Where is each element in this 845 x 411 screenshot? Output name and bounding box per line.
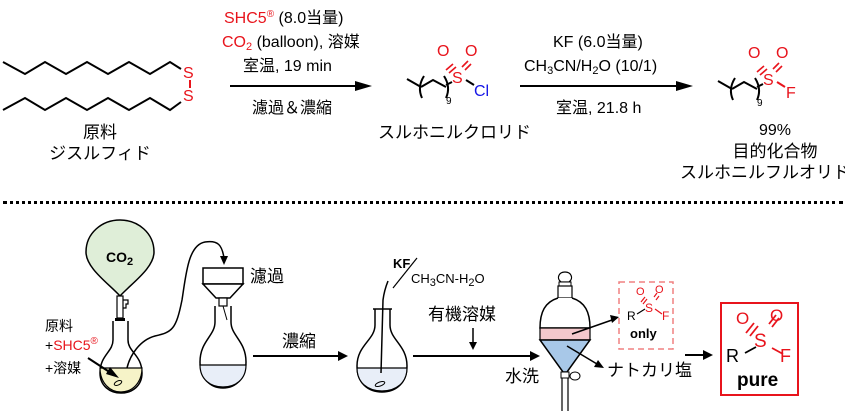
aqueous-salt-label: ナトカリ塩	[607, 361, 692, 380]
balloon-valve	[116, 295, 124, 319]
atom-s1: S	[183, 65, 194, 82]
balloon-co2-label: CO2	[106, 249, 134, 268]
pure-box-s: S	[754, 331, 767, 352]
organic-solvent-label: 有機溶媒	[428, 305, 496, 324]
registered-mark: ®	[266, 9, 275, 20]
pure-box-r: R	[726, 346, 739, 366]
cnh-text: CN-H	[435, 271, 469, 286]
step1-condition: 室温, 19 min	[243, 58, 332, 75]
only-box-s: S	[645, 301, 654, 315]
product-repeat-count: 9	[757, 98, 763, 109]
shc5-mark: ®	[90, 336, 98, 347]
step1-reagent: SHC5® (8.0当量)	[224, 10, 343, 28]
product-atom-s: S	[763, 72, 774, 89]
gas-rest-text: (balloon), 溶媒	[252, 34, 360, 51]
solvent-sub3: 3	[547, 65, 554, 77]
plus-sign: +	[45, 337, 54, 353]
step2-reagent: KF (6.0当量)	[553, 34, 643, 51]
pure-box-o-right: O	[770, 306, 784, 325]
shc5-reagent: SHC5	[224, 10, 267, 27]
step2-condition: 室温, 21.8 h	[556, 100, 642, 117]
shc5-amount: (8.0当量)	[278, 10, 344, 27]
flask1-label-solvent: +溶媒	[45, 360, 82, 376]
co2-text: CO	[222, 34, 246, 51]
step1-workup: 濾過＆濃縮	[252, 100, 333, 117]
product-yield: 99%	[758, 122, 792, 139]
filtrate-liquid	[199, 364, 247, 388]
balloon-co-sub: 2	[127, 256, 134, 268]
only-box-note: only	[630, 326, 657, 341]
water-wash-label: 水洗	[505, 367, 539, 386]
filtrate-flask	[199, 306, 247, 389]
starting-material-label: 原料	[83, 123, 117, 142]
co2-subscript: 2	[246, 41, 253, 53]
only-box-f: F	[662, 309, 670, 323]
reaction-flask	[99, 321, 143, 394]
alkyl-chain-upper	[2, 60, 182, 76]
concentration-label: 濃縮	[282, 332, 316, 351]
solvent-sub2: 2	[592, 65, 599, 77]
solvent-cnh: CN/H	[553, 58, 593, 75]
only-box-r: R	[627, 309, 636, 323]
only-box-o-left: O	[636, 286, 645, 298]
atom-s2: S	[183, 88, 194, 105]
reagent-needle	[380, 280, 389, 374]
pure-product-box	[720, 302, 799, 396]
sub-3: 3	[429, 277, 436, 289]
shc5-label: SHC5	[53, 337, 91, 353]
product-name: スルホニルフルオリド	[680, 163, 845, 182]
co2-balloon	[85, 219, 155, 298]
step2-solvent: CH3CN/H2O (10/1)	[524, 58, 658, 77]
ch-text: CH	[411, 271, 430, 286]
intermediate-label: スルホニルクロリド	[378, 123, 531, 142]
pure-box-note: pure	[737, 370, 779, 391]
kf-label: KF	[393, 256, 411, 271]
stir-bar	[113, 380, 123, 386]
pure-box-o-left: O	[736, 309, 750, 328]
product-label: 目的化合物	[732, 142, 818, 161]
atom-o-right: O	[465, 43, 478, 60]
product-atom-f: F	[786, 85, 796, 102]
solvent-ratio: O (10/1)	[598, 58, 658, 75]
repeat-count: 9	[446, 96, 452, 107]
flask1-label-reagent: +SHC5®	[45, 336, 98, 354]
kf-solvent-label: CH3CN-H2O	[411, 271, 485, 289]
filter-funnel	[202, 267, 244, 285]
only-box-o-right: O	[655, 284, 664, 296]
atom-cl: Cl	[474, 83, 490, 100]
o-text: O	[474, 271, 485, 286]
sub-2: 2	[468, 277, 475, 289]
atom-s: S	[452, 70, 463, 87]
starting-material-name: ジスルフィド	[49, 144, 151, 163]
section-divider	[3, 201, 843, 204]
separatory-funnel	[538, 271, 592, 411]
filtration-label: 濾過	[250, 267, 284, 286]
product-atom-o-left: O	[748, 45, 761, 62]
pure-box-f: F	[780, 346, 791, 366]
flask1-label-material: 原料	[45, 318, 73, 334]
transfer-tube	[126, 240, 225, 369]
balloon-co-text: CO	[106, 249, 127, 265]
atom-o-left: O	[437, 43, 450, 60]
solvent-ch: CH	[524, 58, 548, 75]
product-atom-o-right: O	[776, 45, 789, 62]
alkyl-chain-lower	[2, 96, 182, 112]
kf-flask	[356, 309, 408, 393]
step1-gas: CO2 (balloon), 溶媒	[222, 34, 360, 53]
